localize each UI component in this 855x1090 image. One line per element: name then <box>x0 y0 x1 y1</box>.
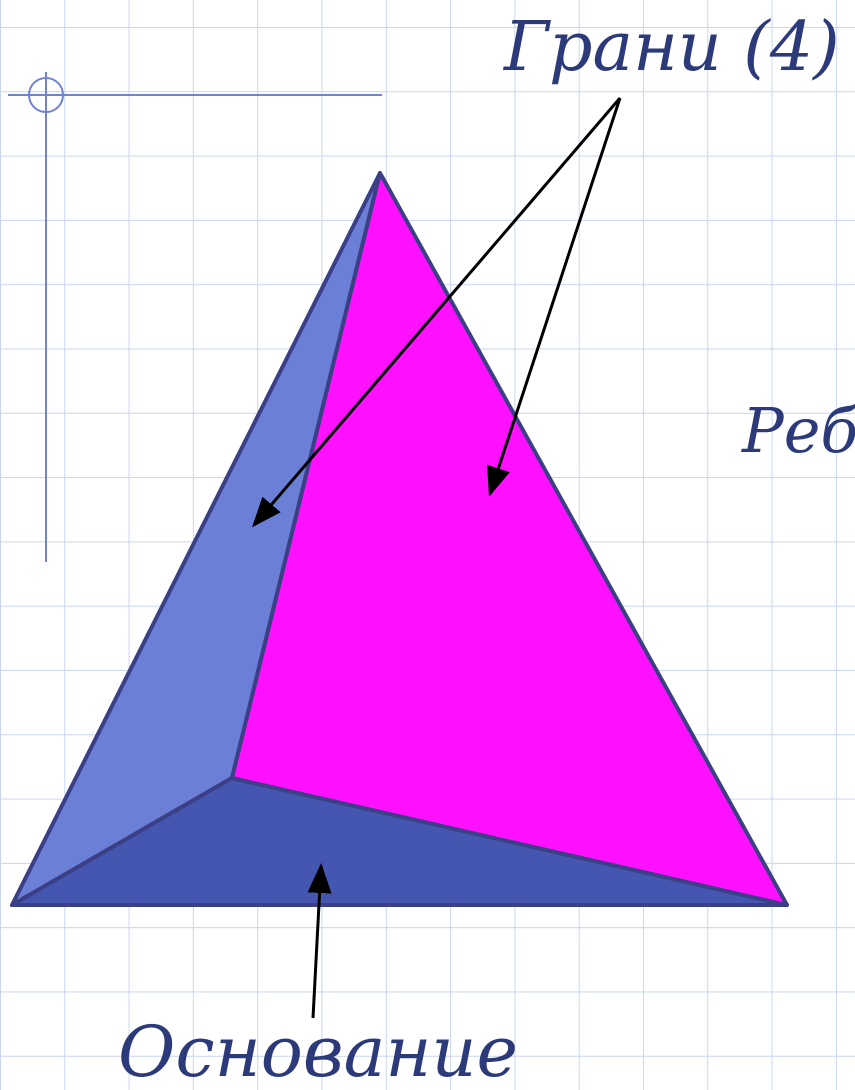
edges-label: Реб <box>742 394 855 467</box>
margin-circle-icon <box>28 77 64 113</box>
base-label: Основание <box>118 1011 518 1090</box>
front-face <box>230 171 789 907</box>
arrow-to-base <box>307 863 332 1019</box>
arrow-to-left-face <box>252 97 622 528</box>
arrow-to-front-face <box>487 97 622 497</box>
faces-label: Грани (4) <box>504 8 840 87</box>
